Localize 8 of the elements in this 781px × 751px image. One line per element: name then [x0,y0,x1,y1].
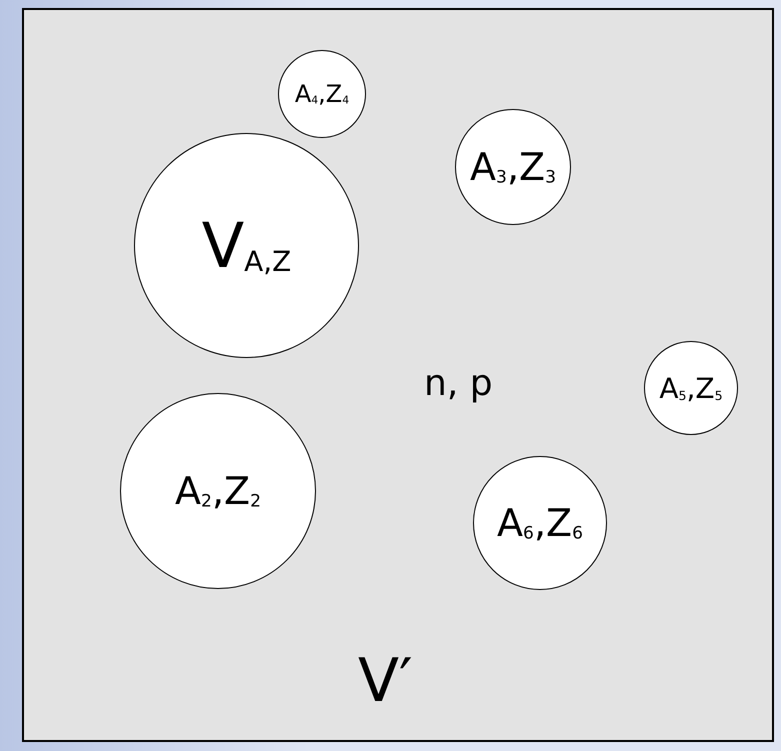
nucleus-label: A$_{2}$,Z$_{2}$ [175,469,261,513]
region-box [22,8,774,742]
nucleus-label: A$_{4}$,Z$_{4}$ [294,80,350,108]
region-label: V′ [358,646,413,716]
nucleus-label: V$_{A,Z}$ [202,209,292,282]
particle-label: n, p [424,363,493,404]
nucleus-label: A$_{6}$,Z$_{6}$ [497,501,583,545]
nucleus-label: A$_{3}$,Z$_{3}$ [470,145,556,189]
